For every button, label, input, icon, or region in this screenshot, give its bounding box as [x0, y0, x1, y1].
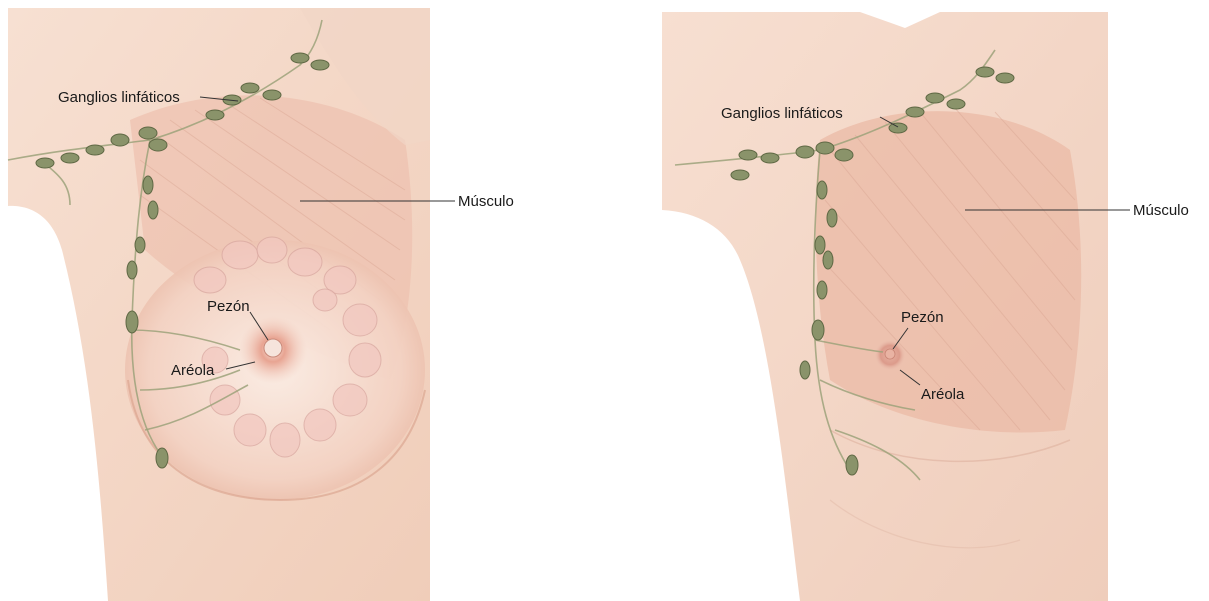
areola-label: Aréola — [171, 362, 215, 379]
nipple-label: Pezón — [207, 298, 250, 315]
muscle-label: Músculo — [1133, 202, 1189, 219]
nipple-label: Pezón — [901, 309, 944, 326]
lymph-nodes-label: Ganglios linfáticos — [58, 89, 180, 106]
nipple-shape — [885, 349, 895, 359]
pectoral-muscle — [816, 111, 1082, 432]
muscle-label: Músculo — [458, 193, 514, 210]
areola-label: Aréola — [921, 386, 965, 403]
lymph-nodes-label: Ganglios linfáticos — [721, 105, 843, 122]
right-anatomy-figure: Ganglios linfáticos Músculo Pezón Aréola — [600, 0, 1209, 601]
left-anatomy-figure: Ganglios linfáticos Músculo Pezón Aréola — [0, 0, 560, 601]
nipple-shape — [264, 339, 282, 357]
